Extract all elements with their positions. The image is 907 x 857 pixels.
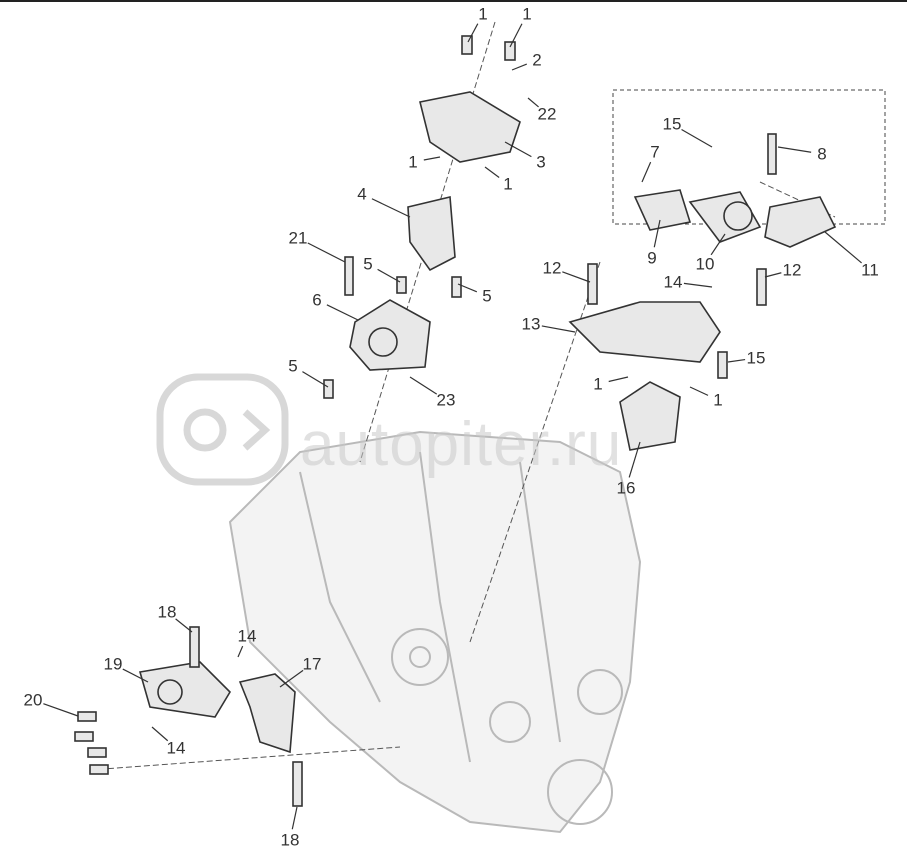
leader-line [541,325,576,333]
leader-line [764,272,782,278]
callout-13: 13 [521,314,541,334]
leader-line [237,645,244,658]
callout-18: 18 [157,602,177,622]
callout-5: 5 [482,286,492,306]
leader-line [307,242,346,263]
callout-6: 6 [312,290,322,310]
leader-line [151,726,169,742]
callout-14: 14 [663,272,683,292]
leader-line [628,441,641,478]
leader-line [683,282,713,288]
callout-21: 21 [288,228,308,248]
callout-12: 12 [542,258,562,278]
callout-23: 23 [436,390,456,410]
leader-line [641,161,652,183]
leader-line [710,233,726,256]
leader-line [457,283,478,293]
leader-line [43,703,79,717]
engine-block [228,430,642,834]
callout-1: 1 [503,174,513,194]
leader-line [511,63,528,71]
leader-line [377,268,401,283]
callout-4: 4 [357,184,367,204]
leader-line [371,198,411,218]
leader-line [777,146,812,153]
bolts [74,35,777,807]
callout-2: 2 [532,50,542,70]
callout-7: 7 [650,142,660,162]
leader-line [527,97,539,108]
leader-line [122,668,149,683]
callout-16: 16 [616,478,636,498]
callout-20: 20 [23,690,43,710]
callout-1: 1 [713,390,723,410]
callout-22: 22 [537,104,557,124]
leader-line [562,271,591,283]
leader-line [291,806,298,830]
callout-15: 15 [662,114,682,134]
callout-9: 9 [647,248,657,268]
leader-line [467,23,479,43]
callout-17: 17 [302,654,322,674]
mount-parts [74,35,837,807]
callout-15: 15 [746,348,766,368]
leader-line [824,231,862,264]
callout-11: 11 [861,260,879,280]
callout-19: 19 [103,654,123,674]
leader-line [653,219,661,248]
leader-line [689,386,709,396]
callout-12: 12 [782,260,802,280]
callout-5: 5 [288,356,298,376]
callout-14: 14 [237,626,257,646]
callout-1: 1 [408,152,418,172]
leader-line [326,304,359,321]
watermark-text: autopiter.ru [300,410,623,479]
leader-line [423,156,441,161]
leader-line [409,376,438,395]
callout-18: 18 [280,830,300,850]
callout-3: 3 [536,152,546,172]
leader-line [509,23,523,48]
leader-line [484,166,500,178]
leader-line [175,618,193,633]
leader-line [681,128,713,148]
callout-10: 10 [695,254,715,274]
leader-line [504,141,532,158]
callout-1: 1 [593,374,603,394]
watermark-logo [156,373,289,486]
callout-8: 8 [817,144,827,164]
callout-1: 1 [522,4,532,24]
callout-5: 5 [363,254,373,274]
leader-line [608,376,629,383]
callout-14: 14 [166,738,186,758]
leader-line [302,371,329,388]
callout-1: 1 [478,4,488,24]
leader-line [279,669,304,688]
leader-line [727,358,746,363]
